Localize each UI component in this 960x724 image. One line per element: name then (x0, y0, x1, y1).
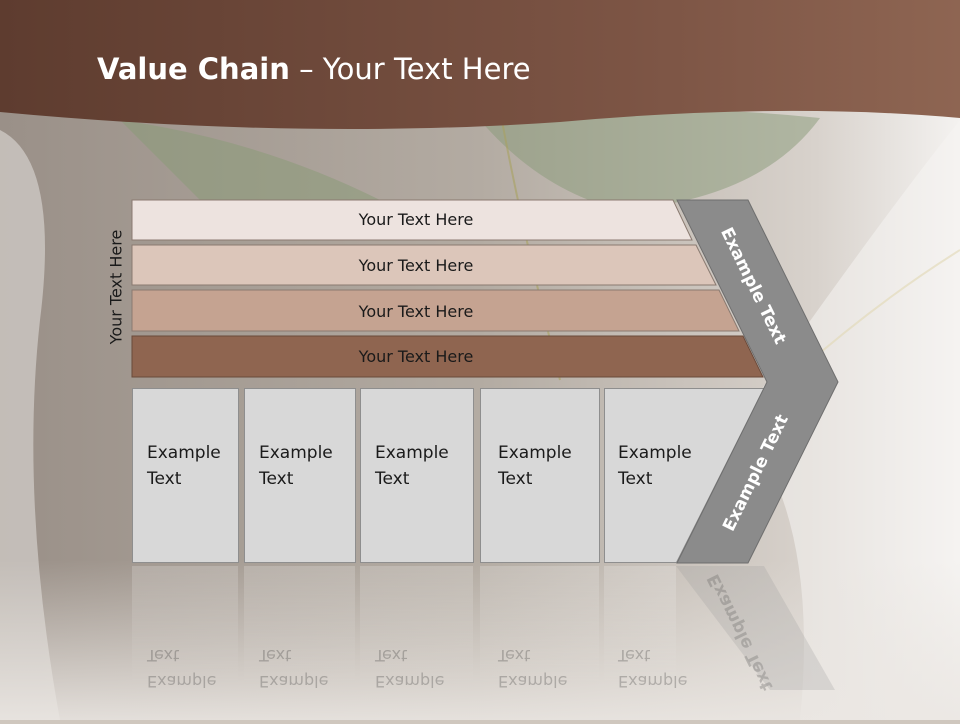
column-reflections: Example Text Example Text Example Text E… (132, 566, 835, 694)
column-1-line-2: Text (146, 469, 182, 489)
column-1-reflection-line-1: Example (147, 672, 216, 691)
background-leaf-left (120, 120, 380, 220)
slide-title: Value Chain – Your Text Here (97, 52, 531, 96)
column-2-reflection-line-2: Text (258, 646, 291, 665)
column-3-line-2: Text (374, 469, 410, 489)
slide-title-bold: Value Chain (97, 52, 290, 86)
column-4-line-1: Example (498, 443, 572, 463)
column-3 (360, 388, 474, 563)
header-band (0, 0, 960, 130)
column-1-reflection-line-2: Text (146, 646, 179, 665)
column-row: Example Text Example Text Example Text E… (132, 388, 765, 563)
bar-3-label: Your Text Here (358, 302, 474, 321)
column-5-reflection-line-1: Example (618, 672, 687, 691)
bar-1-label: Your Text Here (358, 210, 474, 229)
column-2-line-1: Example (259, 443, 333, 463)
slide-title-rest: – Your Text Here (289, 52, 531, 86)
bar-2 (131, 244, 717, 286)
column-reflection (132, 566, 238, 686)
bar-4-label: Your Text Here (358, 347, 474, 366)
column-4-reflection-line-1: Example (498, 672, 567, 691)
bar-stack: Your Text Here Your Text Here Your Text … (131, 199, 764, 378)
column-5 (604, 388, 765, 563)
background-leaf-right (480, 109, 820, 210)
column-2-reflection-line-1: Example (259, 672, 328, 691)
chevron-arrow (676, 199, 839, 564)
column-1 (132, 388, 239, 563)
bar-4 (131, 335, 764, 378)
bar-3 (131, 289, 740, 332)
column-reflection (360, 566, 473, 686)
column-2-line-2: Text (258, 469, 294, 489)
column-4 (480, 388, 600, 563)
column-3-reflection-line-2: Text (374, 646, 407, 665)
bar-2-label: Your Text Here (358, 256, 474, 275)
column-3-line-1: Example (375, 443, 449, 463)
column-3-reflection-line-1: Example (375, 672, 444, 691)
column-1-line-1: Example (147, 443, 221, 463)
chevron-reflection (676, 566, 835, 690)
column-2 (244, 388, 356, 563)
column-4-reflection-line-2: Text (497, 646, 530, 665)
column-5-line-2: Text (617, 469, 653, 489)
side-label: Your Text Here (106, 229, 126, 345)
column-5-line-1: Example (618, 443, 692, 463)
column-5-reflection-line-2: Text (617, 646, 650, 665)
column-reflection (604, 566, 676, 686)
column-reflection (480, 566, 599, 686)
column-reflection (244, 566, 355, 686)
column-4-line-2: Text (497, 469, 533, 489)
bar-1 (131, 199, 693, 241)
